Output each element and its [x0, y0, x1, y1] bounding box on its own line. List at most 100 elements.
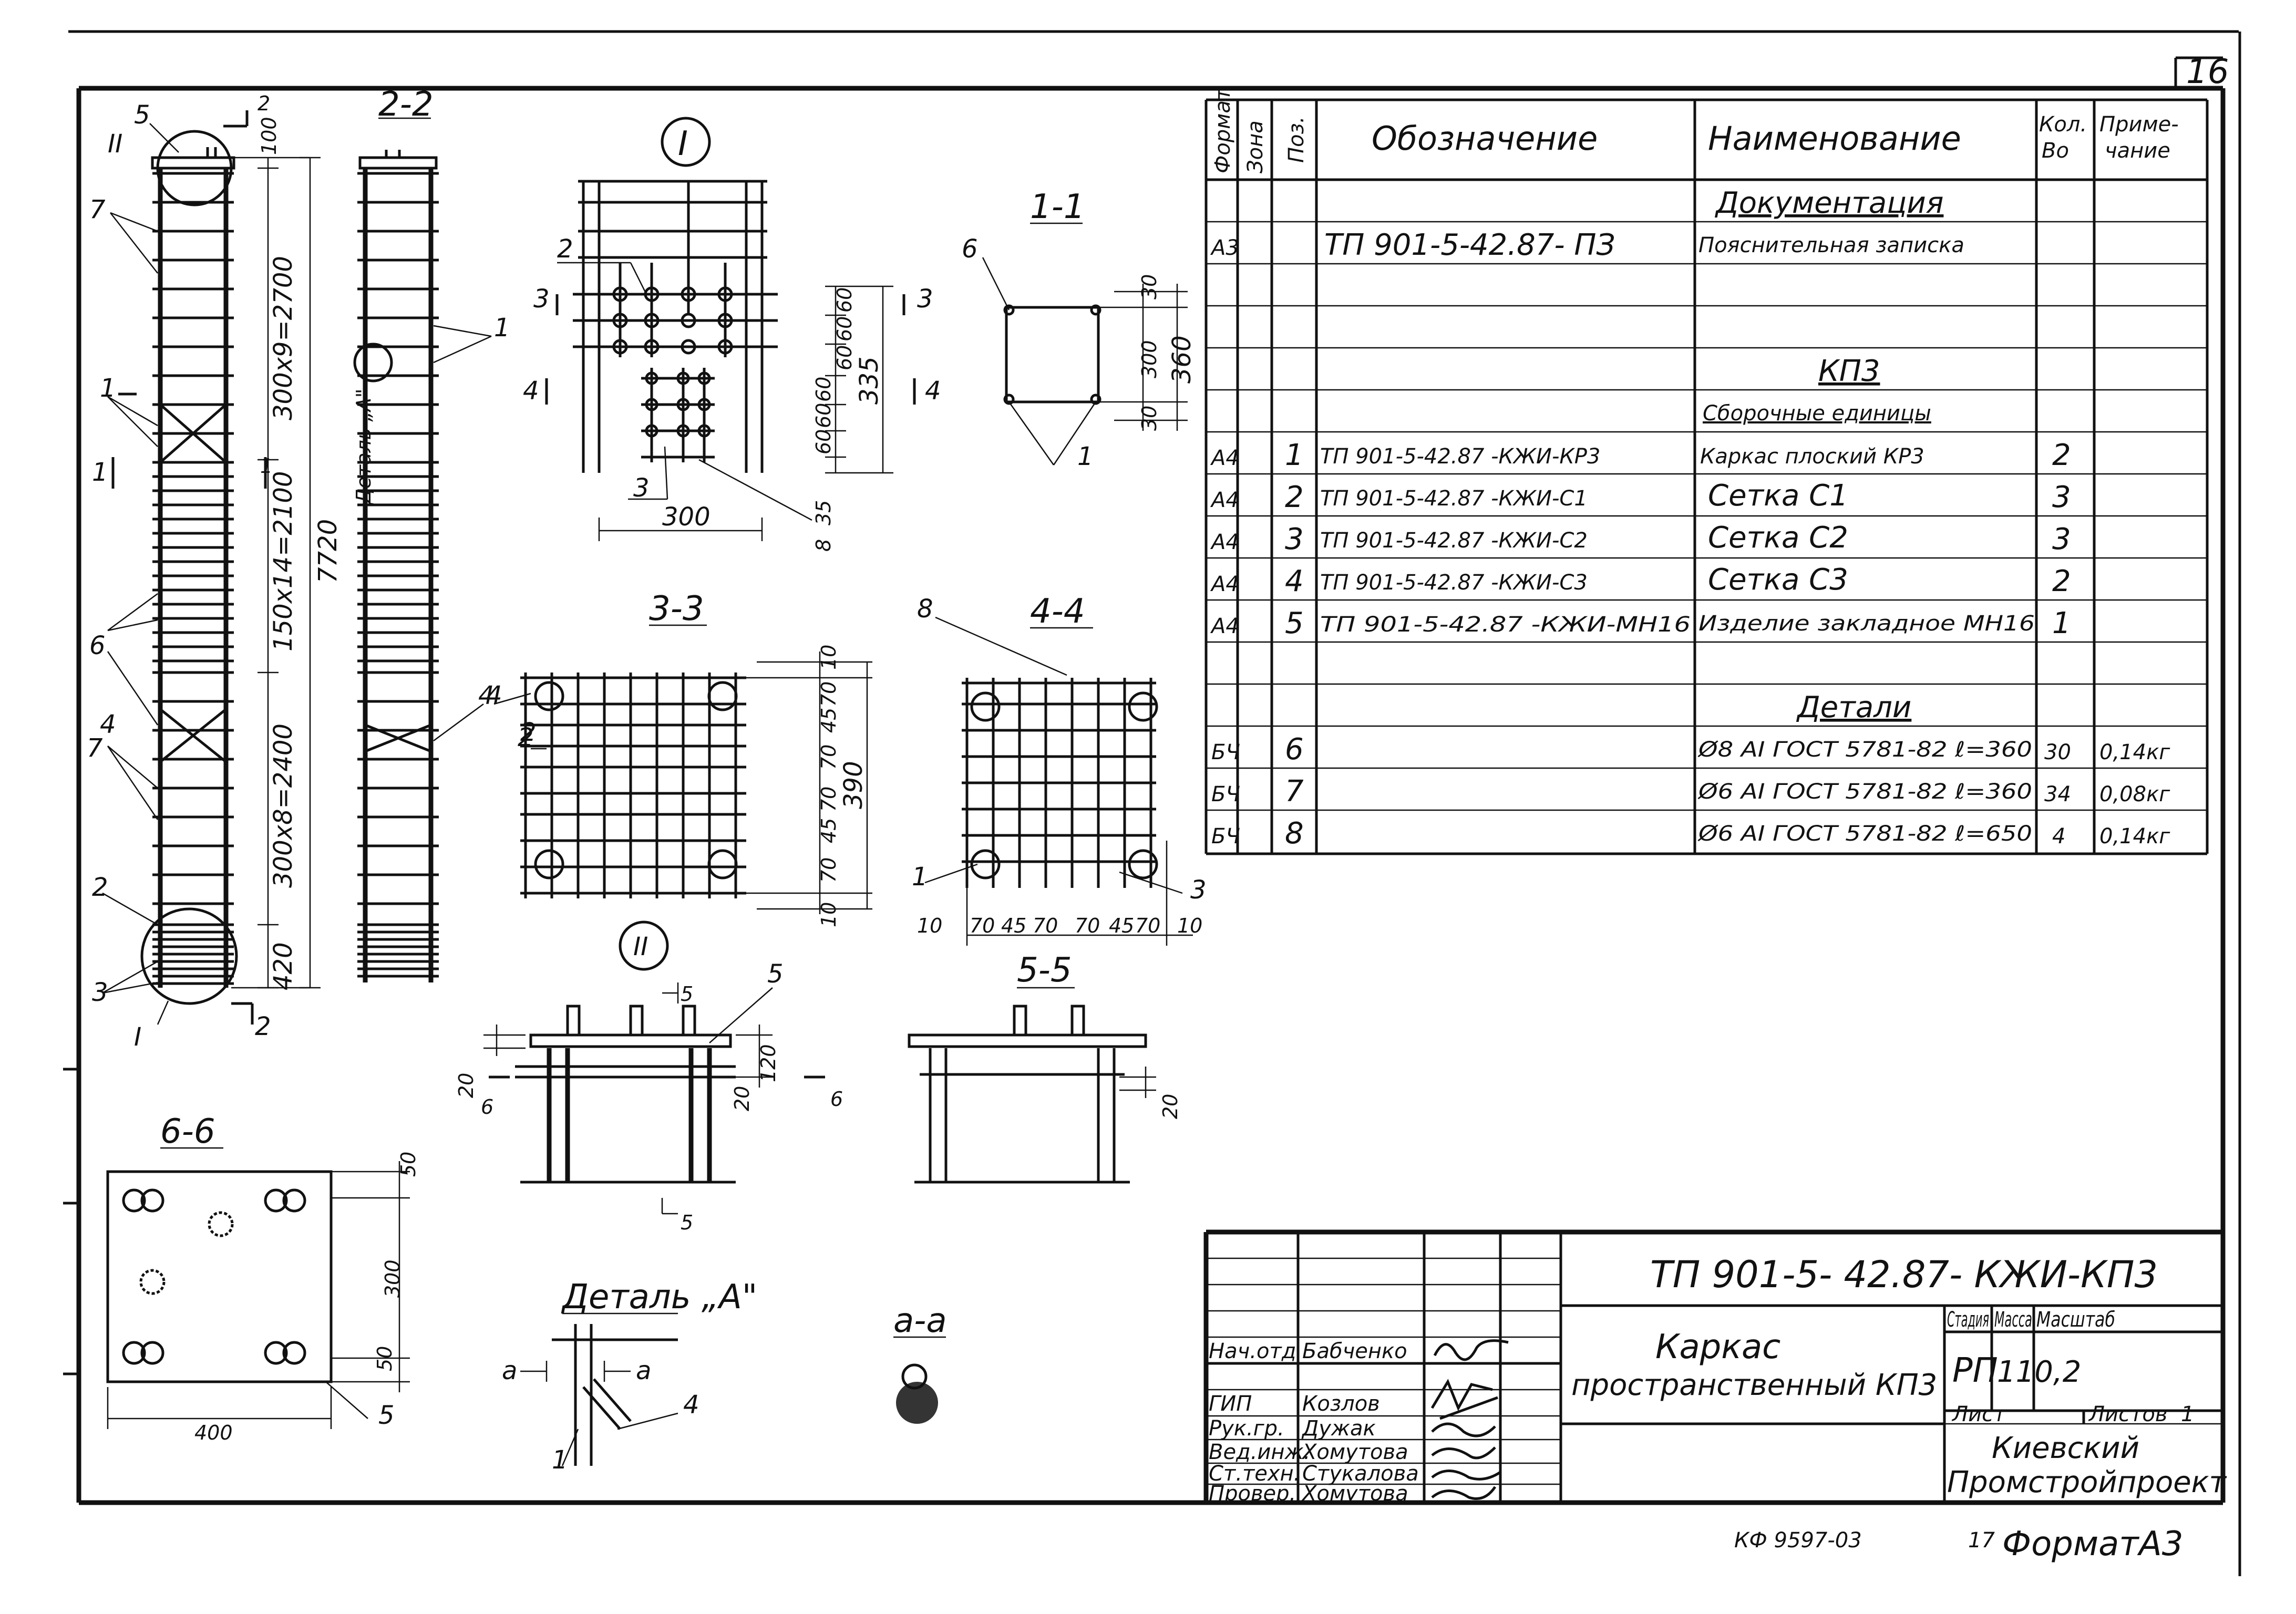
bar-end: [717, 339, 733, 355]
section-1-1-dim-30b: 30: [1138, 406, 1161, 431]
section-3-3-dim-390: 390: [839, 761, 868, 809]
elevation-dim-total: 7720: [313, 519, 343, 583]
spec-row-6-qty: 2: [2052, 438, 2071, 472]
elevation-pos-4: 4: [100, 710, 116, 739]
spec-row-10-designation: ТП 901-5-42.87 -КЖИ-МН16: [1320, 613, 1691, 637]
spec-row-14-qty: 34: [2044, 782, 2071, 806]
sig-name-2: Дужак: [1301, 1416, 1376, 1441]
bottom-code: КФ 9597-03: [1734, 1528, 1862, 1553]
detail-I-cut-4: 4: [523, 376, 539, 406]
section-3-3-dim-70c: 70: [817, 787, 840, 812]
section-5-5-title: 5-5: [1017, 951, 1072, 990]
section-1-1-dim-300: 300: [1138, 340, 1161, 378]
detail-II: [483, 920, 825, 1215]
title-line-2: пространственный КП3: [1571, 1368, 1937, 1402]
org-line-2: Промстройпроект: [1947, 1465, 2227, 1499]
sig-role-1: ГИП: [1209, 1392, 1252, 1416]
detail-A-title: Деталь „А": [561, 1278, 757, 1317]
spec-row-7-format: А4: [1210, 488, 1239, 512]
bar-end: [697, 398, 711, 411]
bar-end: [697, 371, 711, 385]
sig-name-0: Бабченко: [1302, 1339, 1407, 1363]
spec-section-assembly: Сборочные единицы: [1703, 401, 1931, 426]
detail-I-dim-35: 35: [812, 500, 835, 525]
stage-label: Стадия: [1947, 1308, 1989, 1332]
detail-I-roman: I: [678, 125, 688, 163]
detail-II-dim-20b: 20: [730, 1086, 754, 1111]
spec-row-15-format: БЧ: [1211, 824, 1240, 849]
bar-end: [697, 424, 711, 438]
spec-header-name: Наименование: [1708, 119, 1961, 158]
sheets-value: 1: [2181, 1402, 2194, 1426]
section-6-6-title: 6-6: [160, 1112, 215, 1151]
detail-I-dim-60a: 60: [833, 287, 856, 313]
spec-row-14-note: 0,08кг: [2099, 782, 2170, 806]
signature-rows: Нач.отд Бабченко ГИП Козлов Рук.гр. Дужа…: [1209, 1339, 1509, 1506]
bar-end: [681, 286, 696, 302]
section-1-1-dim-30a: 30: [1138, 274, 1161, 299]
spec-row-13-name: Ø8 АI ГОСТ 5781-82 ℓ=360: [1697, 738, 2032, 762]
section-4-4-dims: 10 70 45 70 70 45 70 10: [917, 914, 1202, 937]
section-3-3-title: 3-3: [649, 589, 704, 628]
section-a-a: [893, 1336, 946, 1424]
doc-code: ТП 901-5- 42.87- КЖИ-КП3: [1650, 1253, 2158, 1296]
detail-A-cut-a2: а: [636, 1356, 651, 1385]
spec-row-7-designation: ТП 901-5-42.87 -КЖИ-С1: [1320, 487, 1588, 511]
detail-I-pos-3: 3: [633, 473, 650, 503]
elevation-cut-1-right: 1: [260, 454, 273, 478]
detail-I-dim-335: 335: [854, 356, 884, 405]
spec-row-1-format: А3: [1210, 236, 1239, 260]
elevation-dim-top: 100: [258, 117, 281, 155]
spec-row-10-pos: 5: [1285, 606, 1304, 640]
detail-II-cut-6: 6: [481, 1095, 493, 1119]
detail-II-roman: II: [633, 932, 648, 961]
bar-end: [644, 313, 660, 328]
spec-row-15-pos: 8: [1285, 816, 1304, 851]
spec-row-7-pos: 2: [1285, 480, 1304, 514]
spec-row-7-name: Сетка С1: [1708, 479, 1848, 513]
detail-II-cut-6-right: 6: [830, 1088, 843, 1111]
section-1-1-dim-360: 360: [1167, 335, 1197, 384]
detail-I-cut-3-right: 3: [917, 284, 933, 314]
elevation-pos-5: 5: [134, 100, 150, 130]
bar-end: [676, 371, 690, 385]
bar-end: [644, 286, 660, 302]
bar-end: [612, 339, 628, 355]
sig-name-5: Хомутова: [1301, 1482, 1408, 1506]
section-3-3-pos-2: 2: [518, 723, 534, 752]
bar-end: [717, 286, 733, 302]
spec-header-qty-1: Кол.: [2039, 112, 2087, 137]
spec-header-note-2: чание: [2105, 139, 2170, 163]
spec-section-documentation: Документация: [1714, 186, 1943, 220]
section-3-3-dim-45b: 45: [817, 818, 840, 843]
elevation-pos-1: 1: [100, 374, 116, 403]
sheets-label: Листов: [2088, 1402, 2167, 1426]
spec-row-1-name: Пояснительная записка: [1698, 233, 1964, 257]
spec-row-9-qty: 2: [2052, 564, 2071, 598]
elevation-pos-6: 6: [89, 631, 106, 660]
elevation-roman-top: II: [108, 129, 122, 159]
spec-section-kp3: КП3: [1818, 354, 1880, 388]
section-4-4-dim: 45: [1001, 914, 1026, 937]
elevation-stirrups: [152, 172, 234, 985]
spec-row-9-pos: 4: [1285, 564, 1304, 598]
section-2-2-title: 2-2: [378, 85, 434, 124]
spec-row-9-format: А4: [1210, 572, 1239, 596]
spec-row-lines: [1206, 221, 2207, 811]
org-line-1: Киевский: [1992, 1431, 2139, 1465]
detail-I-dim-60e: 60: [812, 403, 835, 428]
bottom-number: 17: [1968, 1528, 1995, 1553]
spec-row-6-designation: ТП 901-5-42.87 -КЖИ-КР3: [1320, 444, 1600, 469]
spec-row-10-qty: 1: [2052, 606, 2071, 640]
spec-row-8-name: Сетка С2: [1708, 521, 1848, 555]
spec-row-14-name: Ø6 АI ГОСТ 5781-82 ℓ=360: [1697, 780, 2032, 804]
elevation-pos-7a: 7: [89, 195, 106, 224]
bar-end: [645, 424, 658, 438]
sig-name-1: Козлов: [1302, 1392, 1380, 1416]
section-6-6-pos-5: 5: [378, 1401, 395, 1430]
detail-A: [520, 1312, 678, 1466]
section-3-3-dim-10b: 10: [817, 902, 840, 927]
spec-row-8-qty: 3: [2052, 522, 2071, 556]
bar-end: [676, 398, 690, 411]
section-2-2: [353, 117, 492, 982]
